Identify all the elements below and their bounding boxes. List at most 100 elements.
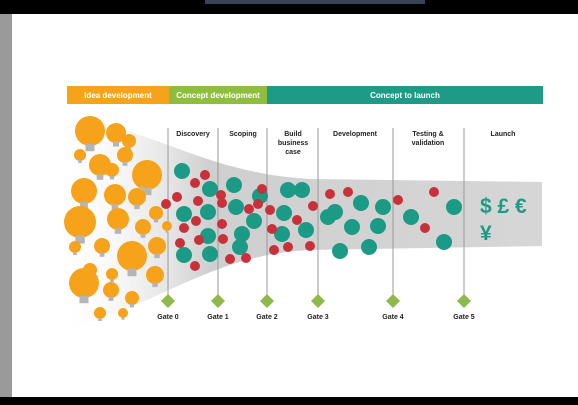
concept-dot-red bbox=[253, 199, 263, 209]
concept-dot-red bbox=[292, 215, 302, 225]
bulb-base bbox=[73, 252, 77, 256]
stage-label-line: Discovery bbox=[176, 131, 210, 138]
bulb-glass bbox=[117, 147, 133, 163]
bulb-glass bbox=[74, 149, 86, 161]
bulb-glass bbox=[105, 163, 119, 177]
light-bulb-icon bbox=[94, 307, 106, 322]
bulb-glass bbox=[117, 241, 147, 271]
concept-dot-teal bbox=[246, 213, 262, 229]
bulb-base bbox=[140, 233, 146, 238]
bulb-base bbox=[127, 268, 137, 277]
concept-dot-teal bbox=[446, 199, 462, 215]
concept-dot-teal bbox=[375, 199, 391, 215]
concept-dot-teal bbox=[176, 247, 192, 263]
phase-label-1: Concept development bbox=[176, 91, 260, 100]
stage-label-3: Development bbox=[333, 131, 378, 138]
light-bulb-icon bbox=[148, 237, 166, 259]
concept-dot-teal bbox=[202, 246, 218, 262]
currency-symbols: $ £ € ¥ bbox=[480, 195, 527, 245]
bulb-glass bbox=[94, 238, 110, 254]
concept-dot-teal bbox=[403, 209, 419, 225]
gate-diamond-5 bbox=[457, 294, 471, 308]
light-bulb-icon bbox=[75, 116, 105, 152]
concept-dot-teal bbox=[280, 182, 296, 198]
concept-dot-red bbox=[216, 190, 226, 200]
light-bulb-icon bbox=[125, 291, 139, 308]
stage-label-line: business bbox=[278, 140, 308, 147]
bulb-base bbox=[142, 187, 152, 196]
concept-dot-teal bbox=[174, 163, 190, 179]
bottom-edge-strip bbox=[0, 397, 578, 405]
concept-dot-teal bbox=[294, 182, 310, 198]
bulb-glass bbox=[107, 208, 129, 230]
light-bulb-icon bbox=[106, 268, 118, 283]
left-edge-strip bbox=[0, 14, 12, 397]
currency-line-1: $ £ € bbox=[480, 195, 527, 218]
light-bulb-icon bbox=[74, 149, 86, 164]
bulb-glass bbox=[162, 221, 172, 231]
concept-dot-teal bbox=[200, 204, 216, 220]
concept-dot-red bbox=[308, 201, 318, 211]
bulb-glass bbox=[118, 308, 128, 318]
light-bulb-icon bbox=[149, 206, 163, 223]
bulb-glass bbox=[69, 241, 81, 253]
bulb-glass bbox=[122, 134, 136, 148]
concept-dot-red bbox=[241, 253, 251, 263]
concept-dot-red bbox=[257, 184, 267, 194]
bulb-base bbox=[154, 253, 160, 259]
bulb-base bbox=[85, 143, 95, 152]
concept-dot-red bbox=[200, 170, 210, 180]
concept-dot-red bbox=[172, 192, 182, 202]
bulb-glass bbox=[128, 188, 146, 206]
light-bulb-icon bbox=[105, 163, 119, 180]
light-bulb-icon bbox=[118, 308, 128, 320]
concept-dot-red bbox=[194, 235, 204, 245]
bulb-glass bbox=[149, 206, 163, 220]
concept-dot-teal bbox=[353, 195, 369, 211]
concept-dot-red bbox=[218, 234, 228, 244]
bulb-base bbox=[80, 202, 88, 209]
bulb-base bbox=[165, 230, 169, 233]
gate-diamond-1 bbox=[211, 294, 225, 308]
concept-dot-red bbox=[217, 198, 227, 208]
concept-dot-red bbox=[193, 196, 203, 206]
concept-dot-teal bbox=[276, 205, 292, 221]
currency-line-2: ¥ bbox=[480, 222, 492, 245]
concept-dot-red bbox=[244, 204, 254, 214]
bulb-glass bbox=[146, 266, 164, 284]
bulb-base bbox=[110, 279, 114, 283]
bulb-base bbox=[108, 296, 114, 301]
stage-label-line: Testing & bbox=[412, 131, 443, 138]
bulb-base bbox=[152, 282, 158, 288]
gate-label-4: Gate 4 bbox=[382, 314, 404, 321]
light-bulb-icon bbox=[117, 241, 147, 277]
bulb-glass bbox=[106, 123, 126, 143]
concept-dots bbox=[161, 163, 462, 271]
bulb-base bbox=[114, 228, 122, 234]
light-bulb-icon bbox=[146, 266, 164, 288]
concept-dot-teal bbox=[298, 222, 314, 238]
stage-label-1: Scoping bbox=[229, 131, 257, 138]
light-bulb-icon bbox=[137, 177, 147, 189]
concept-dot-teal bbox=[327, 204, 343, 220]
bulb-glass bbox=[71, 178, 97, 204]
gate-label-1: Gate 1 bbox=[207, 314, 229, 321]
phase-band-0 bbox=[67, 86, 169, 104]
concept-dot-red bbox=[225, 254, 235, 264]
stage-label-line: validation bbox=[412, 140, 445, 147]
concept-dot-red bbox=[179, 223, 189, 233]
light-bulb-icon bbox=[64, 206, 96, 244]
concept-dot-red bbox=[190, 261, 200, 271]
light-bulb-icon bbox=[135, 219, 151, 238]
bulb-glass bbox=[135, 219, 151, 235]
bulb-glass bbox=[137, 177, 147, 187]
phase-band-1 bbox=[169, 86, 267, 104]
bulb-glass bbox=[75, 116, 105, 146]
bulb-base bbox=[121, 317, 125, 320]
concept-dot-red bbox=[161, 199, 171, 209]
light-bulb-icon bbox=[106, 123, 126, 147]
